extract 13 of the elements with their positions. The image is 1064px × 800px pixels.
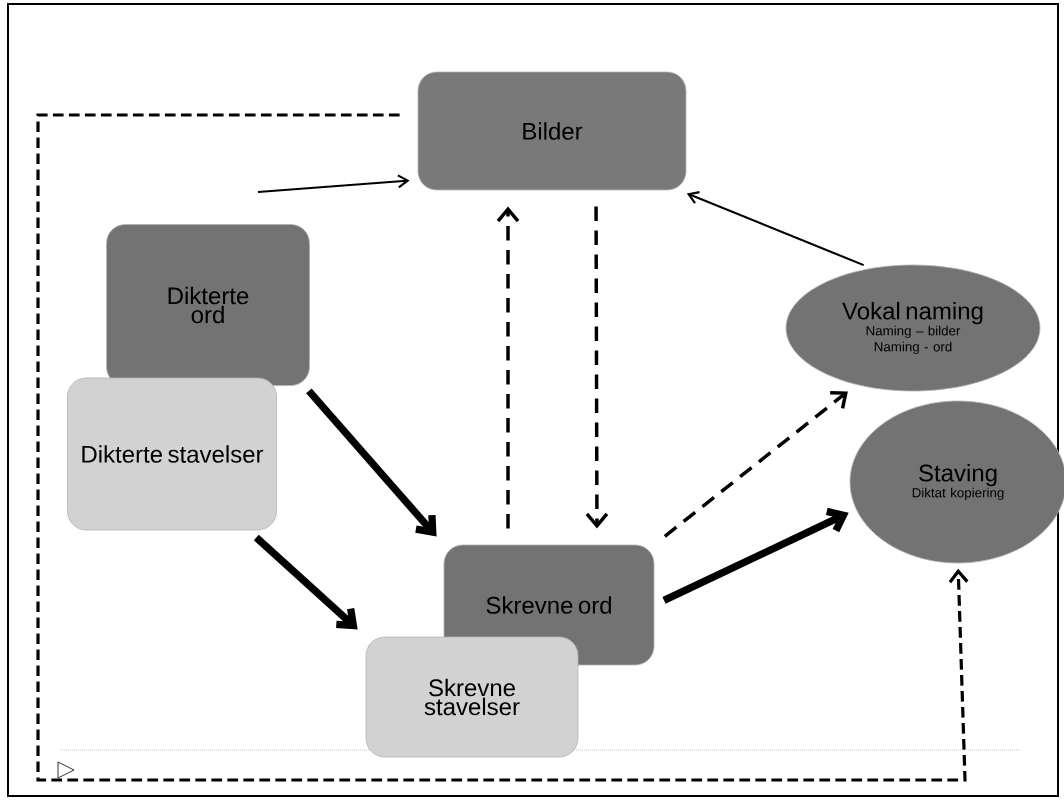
arrow <box>36 113 969 782</box>
process-box: Skrevne stavelser <box>365 636 579 758</box>
arrow <box>253 534 358 630</box>
arrow <box>663 390 848 538</box>
arrow <box>257 174 410 194</box>
process-box: Bilder <box>417 71 687 191</box>
process-box: Dikterte ord <box>106 224 310 386</box>
arrow <box>662 507 849 604</box>
arrow <box>686 191 865 267</box>
arrow <box>496 206 520 529</box>
arrow <box>585 206 609 529</box>
arrow <box>306 388 437 537</box>
process-box: Dikterte stavelser <box>67 377 277 531</box>
